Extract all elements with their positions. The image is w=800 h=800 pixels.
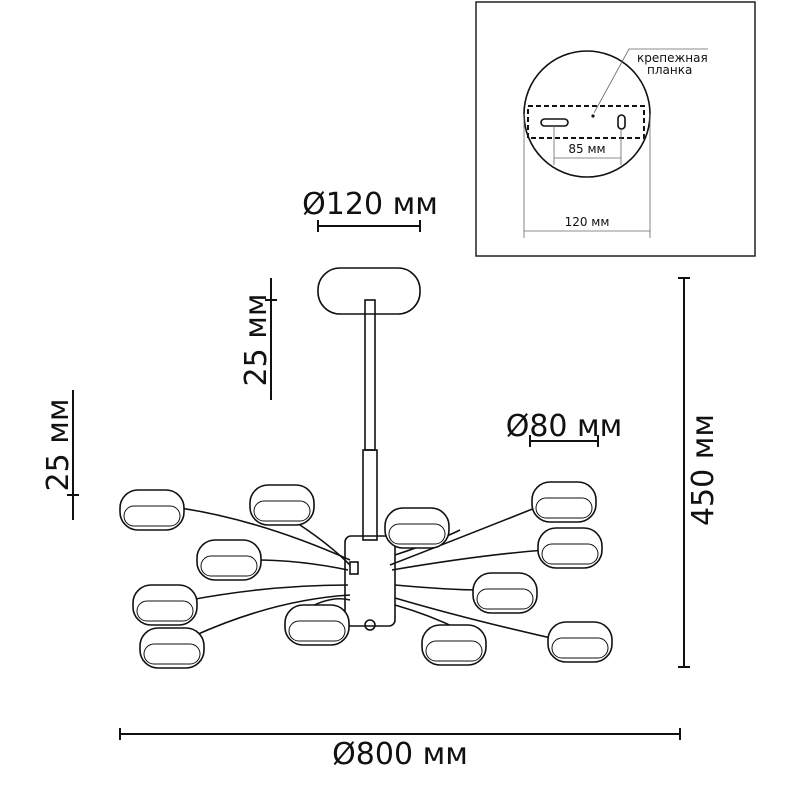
slot-hole xyxy=(540,118,569,127)
hole-spacing-label: 85 мм xyxy=(568,142,605,156)
lamp-shade xyxy=(384,507,450,549)
lamp-shade xyxy=(537,527,603,569)
lamp-shade xyxy=(472,572,538,614)
canopy-width-label: 120 мм xyxy=(565,215,610,229)
lamp-shade xyxy=(196,539,262,581)
lamp-shade xyxy=(119,489,185,531)
lamp-shade xyxy=(547,621,613,663)
lamp-shade xyxy=(132,584,198,626)
bracket-label: крепежная xyxy=(637,51,708,65)
lamp-shade xyxy=(139,627,205,669)
center-body xyxy=(344,535,396,631)
mounting-inset: крепежная планка 85 мм 120 мм xyxy=(475,1,756,257)
canopy xyxy=(317,267,421,541)
lamp-shade xyxy=(284,604,350,646)
lamp-shades xyxy=(119,481,613,669)
lamp-shade xyxy=(249,484,315,526)
shade-height-label: 25 мм xyxy=(41,399,76,492)
lamp-shade xyxy=(531,481,597,523)
dimension-lines: Ø120 мм 25 мм 25 мм Ø80 мм 450 мм Ø800 м… xyxy=(41,187,721,772)
canopy-diameter-label: Ø120 мм xyxy=(302,187,438,222)
total-diameter-label: Ø800 мм xyxy=(332,737,468,772)
shade-diameter-label: Ø80 мм xyxy=(506,409,623,444)
lamp-shade xyxy=(421,624,487,666)
round-hole xyxy=(617,114,626,130)
mounting-bracket xyxy=(527,105,645,139)
total-height-label: 450 мм xyxy=(686,414,721,526)
bracket-label-2: планка xyxy=(647,63,692,77)
canopy-height-label: 25 мм xyxy=(239,294,274,387)
